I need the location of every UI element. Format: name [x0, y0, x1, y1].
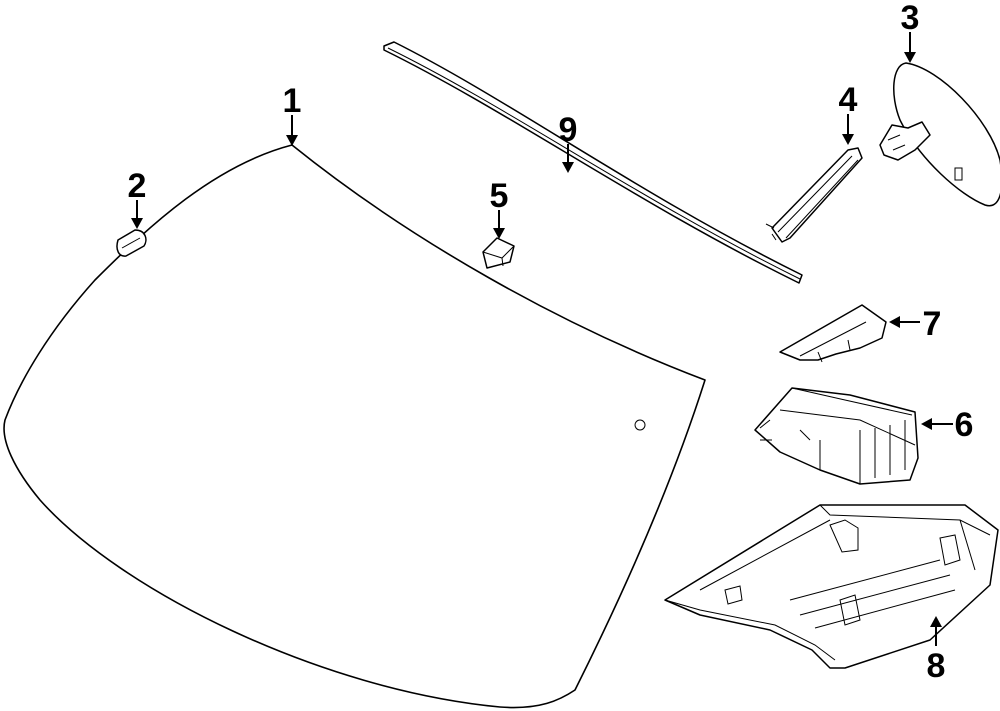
windshield-glass: [3, 144, 706, 709]
rearview-mirror: [879, 62, 1000, 207]
leader-lines: [131, 32, 953, 646]
control-module: [754, 387, 919, 485]
callout-2: 2: [128, 167, 147, 205]
callout-9: 9: [559, 111, 578, 149]
callout-8: 8: [927, 647, 946, 685]
callout-1: 1: [283, 82, 302, 120]
callout-4: 4: [839, 81, 858, 119]
moulding-strip: [383, 41, 803, 284]
storage-tray: [664, 504, 999, 669]
sensor-bracket: [765, 147, 863, 243]
callout-3: 3: [901, 0, 920, 37]
bracket-part: [482, 237, 515, 269]
cover-part: [779, 304, 887, 363]
clip-part: [116, 229, 147, 257]
callout-5: 5: [490, 177, 509, 215]
callout-7: 7: [923, 305, 942, 343]
callout-6: 6: [955, 406, 974, 444]
